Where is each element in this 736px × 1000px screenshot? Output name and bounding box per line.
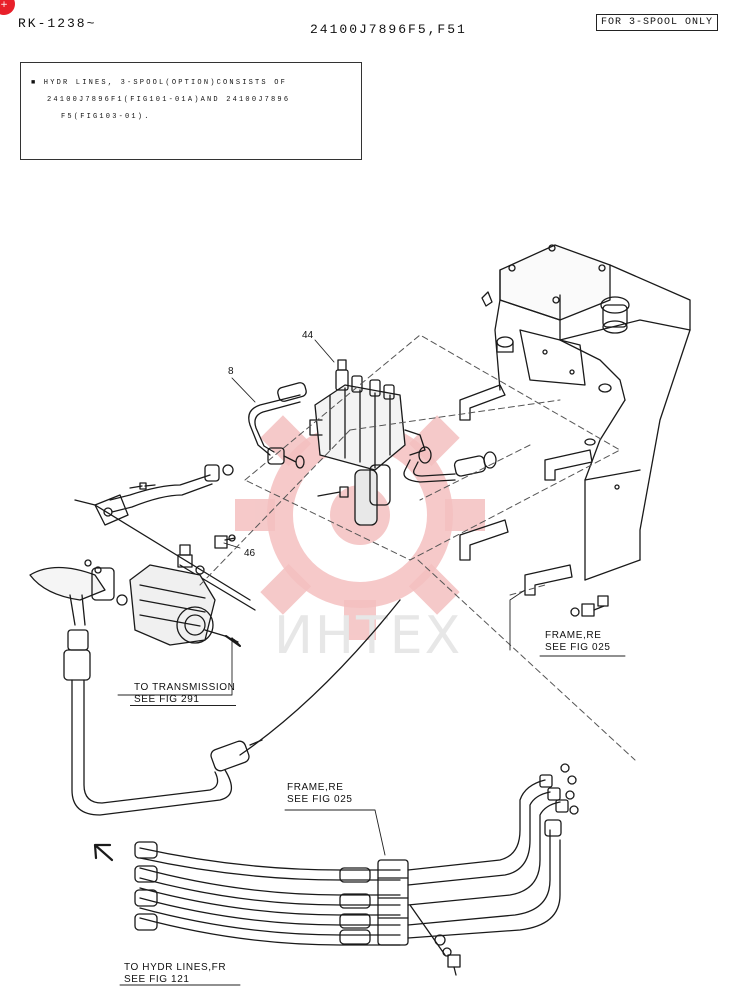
ref-hydr-lines-line1: TO HYDR LINES,FR [124, 962, 227, 973]
valve-bolts [214, 486, 349, 549]
control-valve [309, 359, 432, 526]
note-line-2: 24100J7896F1(FIG101-01A)AND 24100J7896 [47, 96, 291, 104]
suction-elbow-pipe [29, 559, 128, 626]
return-pipe [63, 599, 401, 816]
valve-hose-8 [248, 382, 307, 469]
ref-frame-right: FRAME,RE SEE FIG 025 [545, 630, 611, 654]
note-line-1: ■ HYDR LINES, 3-SPOOL(OPTION)CONSISTS OF [31, 79, 288, 87]
ref-transmission-line2: SEE FIG 291 [134, 694, 200, 705]
callout-44: 44 [302, 330, 314, 341]
ref-transmission-line1: TO TRANSMISSION [134, 682, 236, 693]
ref-hydr-lines-line2: SEE FIG 121 [124, 974, 190, 985]
ref-frame-mid: FRAME,RE SEE FIG 025 [287, 782, 353, 806]
suction-hose-left [74, 464, 256, 611]
tank-brackets [459, 336, 612, 596]
drawing-code: RK-1238~ [18, 16, 97, 31]
ref-frame-right-line1: FRAME,RE [545, 630, 602, 641]
part-number: 24100J7896F5,F51 [310, 22, 467, 37]
ref-frame-right-line2: SEE FIG 025 [545, 642, 611, 653]
note-line-3: F5(FIG103-01). [61, 113, 151, 121]
callout-46: 46 [244, 548, 256, 559]
callout-8: 8 [228, 366, 234, 377]
ref-transmission: TO TRANSMISSION SEE FIG 291 [134, 682, 235, 706]
note-box: ■ HYDR LINES, 3-SPOOL(OPTION)CONSISTS OF… [20, 62, 362, 160]
ref-hydr-lines: TO HYDR LINES,FR SEE FIG 121 [124, 962, 226, 986]
hose-bundle [134, 841, 409, 946]
spool-tag: FOR 3-SPOOL ONLY [596, 14, 719, 31]
ref-frame-mid-line1: FRAME,RE [287, 782, 344, 793]
valve-right-hose [403, 451, 497, 483]
rigid-tubes [407, 763, 579, 939]
gear-pump [129, 544, 241, 647]
ref-frame-mid-line2: SEE FIG 025 [287, 794, 353, 805]
bottom-bolt [409, 904, 461, 976]
frame-bolts [570, 595, 609, 617]
hydraulic-tank [481, 244, 691, 581]
ref-transmission-underline [130, 705, 236, 706]
watermark-text: ИНТЕХ [274, 606, 463, 666]
